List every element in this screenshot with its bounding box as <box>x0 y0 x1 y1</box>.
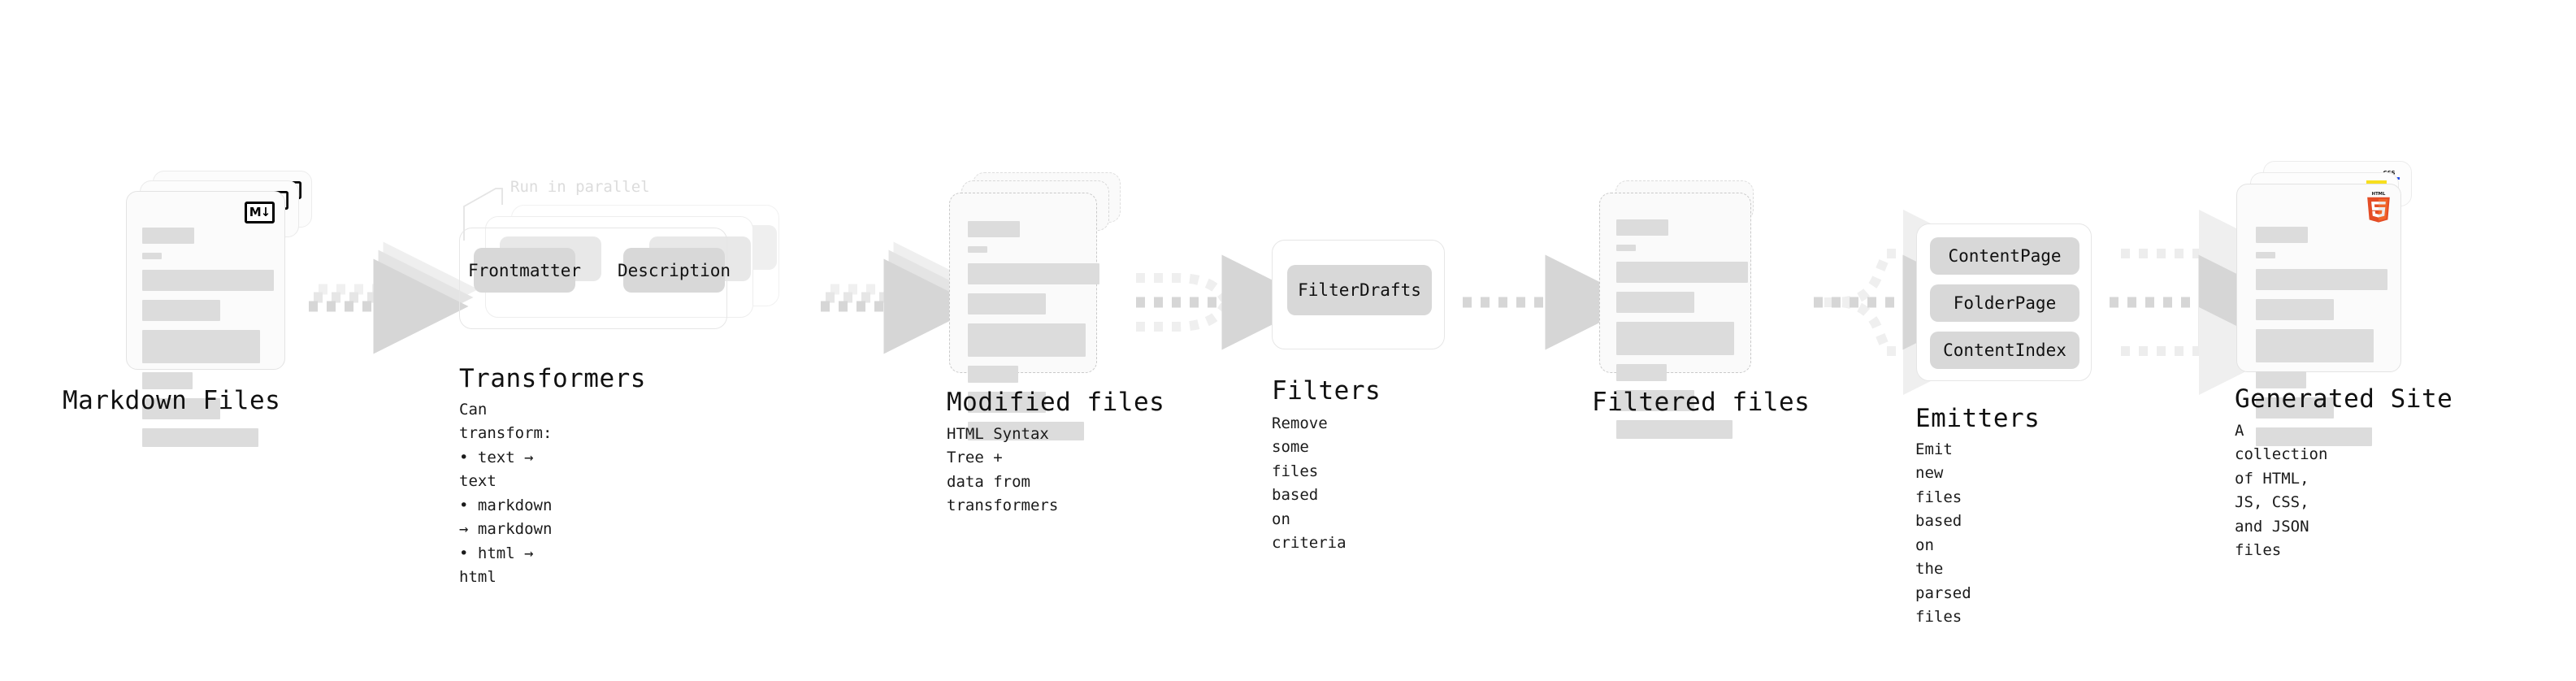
filters-card: FilterDrafts <box>1272 240 1445 349</box>
skeleton-bar <box>142 228 194 244</box>
skeleton-bar <box>968 293 1046 314</box>
skeleton-bar <box>2256 269 2387 290</box>
markdown-icon: M↓ <box>245 202 275 223</box>
filtered-file-card <box>1599 193 1751 439</box>
stage-title-markdown-files: Markdown Files <box>63 386 281 415</box>
skeleton-bar <box>968 392 1046 413</box>
arrow-modified-to-filters <box>1136 254 1317 350</box>
stage-title-modified-files: Modified files <box>947 388 1165 417</box>
emitter-node-contentpage[interactable]: ContentPage <box>1930 237 2079 275</box>
stage-title-filtered-files: Filtered files <box>1592 388 1811 417</box>
skeleton-bar <box>968 366 1018 383</box>
arrow-markdown-to-transformers <box>309 241 479 354</box>
skeleton-bars <box>142 228 274 456</box>
skeleton-bar <box>142 330 260 363</box>
skeleton-bar <box>2256 329 2374 362</box>
skeleton-bar <box>2256 299 2334 320</box>
skeleton-bar <box>2256 427 2372 446</box>
filter-node-filterdrafts[interactable]: FilterDrafts <box>1287 265 1432 315</box>
skeleton-bar <box>2256 252 2275 258</box>
stage-title-transformers: Transformers <box>459 364 646 393</box>
arrow-emitters-to-site <box>2110 210 2294 395</box>
transformer-card: Frontmatter Description <box>459 228 731 329</box>
skeleton-bar <box>2256 371 2306 388</box>
svg-text:HTML: HTML <box>2372 192 2386 197</box>
skeleton-bar <box>1616 390 1694 411</box>
transformer-node-description[interactable]: Description <box>618 248 731 293</box>
run-in-parallel-label: Run in parallel <box>510 178 650 196</box>
html5-icon: HTML <box>2367 192 2390 223</box>
modified-file-card <box>949 193 1099 440</box>
skeleton-bar <box>968 246 987 253</box>
skeleton-bars <box>968 221 1099 449</box>
arrow-filtered-to-emitters <box>1814 210 1998 395</box>
transformer-node-frontmatter[interactable]: Frontmatter <box>468 248 581 293</box>
run-in-parallel-leader <box>463 188 503 241</box>
skeleton-bar <box>968 221 1020 237</box>
stage-subtitle-generated-site: A collection of HTML, JS, CSS, and JSON … <box>2235 422 2328 560</box>
stage-subtitle-transformers: Can transform: • text → text • markdown … <box>459 401 553 587</box>
stage-subtitle-modified-files: HTML Syntax Tree + data from transformer… <box>947 425 1059 515</box>
skeleton-bar <box>968 263 1099 284</box>
arrow-transformers-to-modified <box>821 241 989 354</box>
emitters-card: ContentPage FolderPage ContentIndex <box>1916 223 2092 381</box>
skeleton-bar <box>142 398 220 419</box>
skeleton-bar <box>142 300 220 321</box>
skeleton-bar <box>1616 322 1734 355</box>
skeleton-bar <box>1616 364 1667 381</box>
skeleton-bar <box>142 270 274 291</box>
skeleton-bar <box>1616 292 1694 313</box>
skeleton-bar <box>2256 227 2308 243</box>
generated-file-card: HTML <box>2236 184 2401 446</box>
stage-subtitle-emitters: Emit new files based on the parsed files <box>1915 440 1971 627</box>
skeleton-bar <box>1616 262 1748 283</box>
skeleton-bars <box>2256 227 2387 455</box>
skeleton-bar <box>1616 245 1636 251</box>
skeleton-bar <box>968 323 1086 357</box>
skeleton-bar <box>1616 219 1668 236</box>
emitter-node-folderpage[interactable]: FolderPage <box>1930 284 2079 322</box>
emitter-node-contentindex[interactable]: ContentIndex <box>1930 332 2079 369</box>
stage-title-filters: Filters <box>1272 376 1381 406</box>
skeleton-bar <box>142 253 162 259</box>
stage-title-emitters: Emitters <box>1915 404 2040 433</box>
skeleton-bar <box>1616 420 1733 439</box>
skeleton-bar <box>2256 397 2334 419</box>
stage-subtitle-filters: Remove some files based on criteria <box>1272 414 1347 553</box>
skeleton-bar <box>142 372 193 389</box>
markdown-file-card: M↓ <box>126 191 285 447</box>
skeleton-bars <box>1616 219 1748 448</box>
skeleton-bar <box>968 422 1084 440</box>
stage-title-generated-site: Generated Site <box>2235 384 2453 414</box>
skeleton-bar <box>142 428 258 447</box>
